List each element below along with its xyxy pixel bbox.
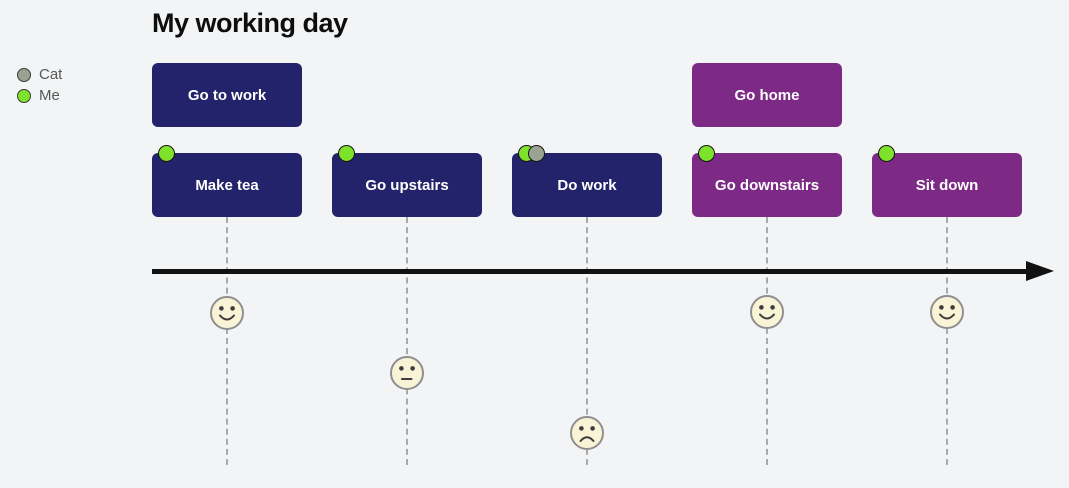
task-label: Do work (557, 176, 617, 194)
me-badge-icon (158, 145, 175, 162)
legend-item-me: Me (17, 85, 62, 106)
cat-swatch-icon (17, 67, 31, 82)
task-do-work: Do work (512, 145, 662, 217)
task-label: Sit down (915, 176, 979, 194)
happy-face-icon (210, 296, 244, 330)
task-make-tea: Make tea (152, 145, 302, 217)
page-title: My working day (152, 8, 348, 38)
guide-line-3 (586, 217, 588, 465)
timeline-axis (152, 269, 1028, 274)
task-go-to-work: Go to work (152, 63, 302, 127)
sad-face-icon (570, 416, 604, 450)
task-go-downstairs: Go downstairs (692, 145, 842, 217)
legend: Cat Me (17, 64, 62, 106)
cat-badge-icon (528, 145, 545, 162)
guide-line-1 (226, 217, 228, 465)
guide-line-4 (766, 217, 768, 465)
me-swatch-icon (17, 88, 31, 103)
happy-face-icon (750, 295, 784, 329)
task-go-upstairs: Go upstairs (332, 145, 482, 217)
me-badge-icon (878, 145, 895, 162)
task-go-home: Go home (692, 63, 842, 127)
legend-label-me: Me (39, 87, 60, 104)
task-label: Go downstairs (714, 176, 820, 194)
task-sit-down: Sit down (872, 145, 1022, 217)
task-label: Go to work (187, 86, 267, 104)
legend-label-cat: Cat (39, 66, 63, 83)
guide-line-2 (406, 217, 408, 465)
guide-line-5 (946, 217, 948, 465)
me-badge-icon (338, 145, 355, 162)
me-badge-icon (698, 145, 715, 162)
task-label: Make tea (195, 176, 259, 194)
legend-item-cat: Cat (17, 64, 62, 85)
happy-face-icon (930, 295, 964, 329)
task-label: Go home (734, 86, 800, 104)
arrowhead-icon (1026, 261, 1054, 281)
neutral-face-icon (390, 356, 424, 390)
task-label: Go upstairs (365, 176, 449, 194)
